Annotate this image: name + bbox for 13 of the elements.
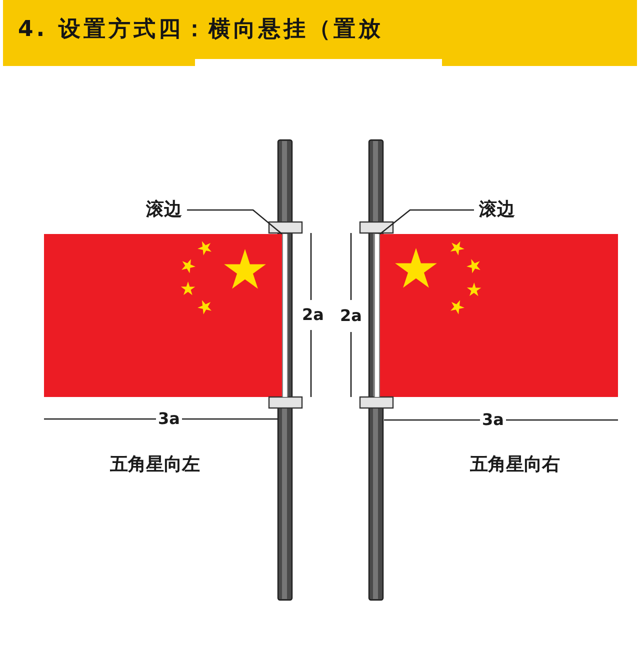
rolled-edge [282, 234, 288, 397]
caption: 五角星向左 [110, 454, 200, 476]
callout-label: 滚边 [141, 199, 187, 221]
leader-line [187, 209, 282, 234]
dimension-label: 3a [482, 411, 504, 429]
leader-line [380, 209, 474, 234]
dimension-label: 3a [158, 410, 180, 428]
dimension-label: 2a [302, 306, 324, 324]
caption: 五角星向右 [470, 454, 560, 476]
dimension-label: 2a [340, 307, 362, 325]
callout-label: 滚边 [474, 199, 520, 221]
rolled-edge [374, 234, 380, 397]
diagram-title: 4. 设置方式四：横向悬挂（置放 [18, 16, 384, 44]
